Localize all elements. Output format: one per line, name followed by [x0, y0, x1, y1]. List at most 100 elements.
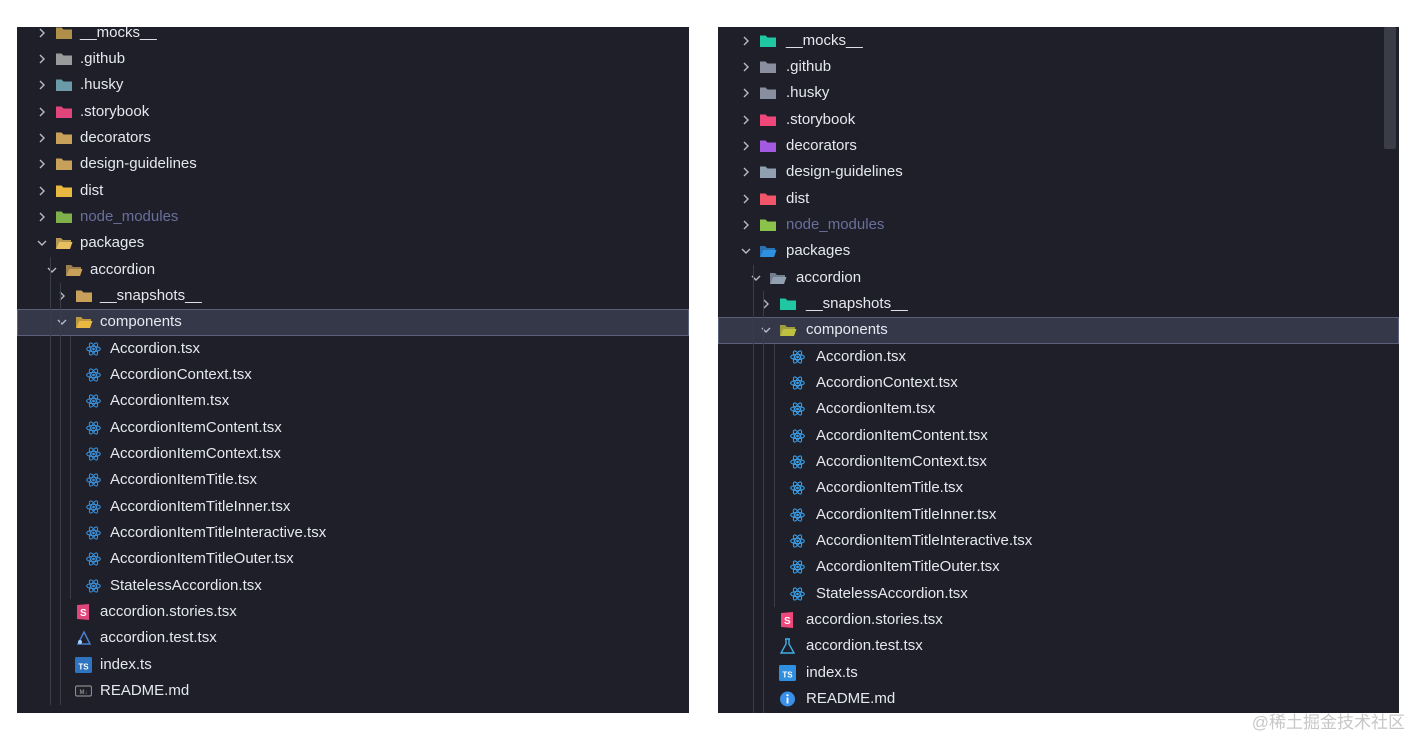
react-icon	[789, 480, 806, 496]
tree-item-label: AccordionItemContent.tsx	[816, 426, 988, 444]
folder-open-icon	[65, 262, 83, 278]
chevron-right-icon[interactable]	[739, 28, 753, 54]
tree-item-label: AccordionItemTitleInner.tsx	[816, 505, 997, 523]
folder-storybook[interactable]: .storybook	[17, 99, 689, 125]
folder-github[interactable]: .github	[718, 54, 1399, 80]
indent-guide	[774, 343, 775, 608]
tree-item-label: Accordion.tsx	[816, 347, 907, 365]
chevron-right-icon[interactable]	[739, 54, 753, 80]
file-accordionitemtitleouter-tsx[interactable]: AccordionItemTitleOuter.tsx	[17, 546, 689, 572]
scrollbar-thumb[interactable]	[1384, 27, 1396, 149]
tree-item-label: AccordionItemTitleOuter.tsx	[110, 550, 294, 568]
chevron-right-icon[interactable]	[35, 178, 49, 204]
file-accordion-test-tsx[interactable]: accordion.test.tsx	[17, 625, 689, 651]
chevron-right-icon[interactable]	[35, 125, 49, 151]
folder-dist[interactable]: dist	[17, 178, 689, 204]
components-folder-open-icon	[75, 314, 93, 330]
folder-snapshots[interactable]: __snapshots__	[17, 283, 689, 309]
file-accordionitem-tsx[interactable]: AccordionItem.tsx	[718, 396, 1399, 422]
folder-mocks[interactable]: __mocks__	[17, 27, 689, 46]
file-accordionitem-tsx[interactable]: AccordionItem.tsx	[17, 388, 689, 414]
file-readme-md[interactable]: README.md	[718, 686, 1399, 712]
file-accordionitemcontext-tsx[interactable]: AccordionItemContext.tsx	[718, 449, 1399, 475]
folder-dist[interactable]: dist	[718, 186, 1399, 212]
file-statelessaccordion-tsx[interactable]: StatelessAccordion.tsx	[17, 573, 689, 599]
file-accordionitemtitleinteractive-tsx[interactable]: AccordionItemTitleInteractive.tsx	[17, 520, 689, 546]
folder-node-modules[interactable]: node_modules	[718, 212, 1399, 238]
folder-node-modules[interactable]: node_modules	[17, 204, 689, 230]
folder-design-guidelines[interactable]: design-guidelines	[17, 151, 689, 177]
file-accordionitemcontent-tsx[interactable]: AccordionItemContent.tsx	[17, 415, 689, 441]
decorators-folder-icon	[759, 138, 776, 154]
folder-github[interactable]: .github	[17, 46, 689, 72]
tree-item-label: __snapshots__	[806, 294, 908, 312]
chevron-right-icon[interactable]	[35, 72, 49, 98]
folder-storybook[interactable]: .storybook	[718, 107, 1399, 133]
tree-item-label: AccordionContext.tsx	[110, 365, 252, 383]
chevron-right-icon[interactable]	[739, 186, 753, 212]
chevron-down-icon[interactable]	[749, 265, 763, 291]
chevron-right-icon[interactable]	[35, 27, 49, 46]
chevron-right-icon[interactable]	[739, 212, 753, 238]
file-accordionitemtitle-tsx[interactable]: AccordionItemTitle.tsx	[17, 467, 689, 493]
snapshots-folder-icon	[779, 296, 796, 312]
chevron-down-icon[interactable]	[35, 230, 49, 256]
file-accordion-tsx[interactable]: Accordion.tsx	[718, 344, 1399, 370]
file-accordion-tsx[interactable]: Accordion.tsx	[17, 336, 689, 362]
indent-guide	[763, 291, 764, 713]
file-readme-md[interactable]: M↓README.md	[17, 678, 689, 704]
folder-components[interactable]: components	[17, 309, 689, 336]
chevron-down-icon[interactable]	[739, 238, 753, 264]
file-accordion-test-tsx[interactable]: accordion.test.tsx	[718, 633, 1399, 659]
file-accordionitemtitleinner-tsx[interactable]: AccordionItemTitleInner.tsx	[17, 494, 689, 520]
chevron-right-icon[interactable]	[35, 99, 49, 125]
chevron-right-icon[interactable]	[739, 159, 753, 185]
tree-item-label: design-guidelines	[786, 163, 903, 181]
folder-decorators[interactable]: decorators	[17, 125, 689, 151]
folder-mocks[interactable]: __mocks__	[718, 28, 1399, 54]
react-icon	[789, 428, 806, 444]
folder-open-icon	[55, 235, 73, 251]
chevron-right-icon[interactable]	[55, 283, 69, 309]
file-accordionitemtitleouter-tsx[interactable]: AccordionItemTitleOuter.tsx	[718, 554, 1399, 580]
chevron-down-icon[interactable]	[55, 309, 69, 335]
chevron-right-icon[interactable]	[759, 291, 773, 317]
tree-item-label: .storybook	[786, 110, 856, 128]
chevron-right-icon[interactable]	[35, 204, 49, 230]
explorer-panel-right: __mocks__.github.husky .storybook decorato…	[718, 27, 1399, 713]
folder-husky[interactable]: .husky	[718, 80, 1399, 106]
react-icon	[789, 401, 806, 417]
file-accordioncontext-tsx[interactable]: AccordionContext.tsx	[17, 362, 689, 388]
chevron-right-icon[interactable]	[35, 151, 49, 177]
folder-components[interactable]: components	[718, 317, 1399, 344]
file-accordioncontext-tsx[interactable]: AccordionContext.tsx	[718, 370, 1399, 396]
tree-item-label: .husky	[80, 76, 124, 94]
file-accordionitemcontent-tsx[interactable]: AccordionItemContent.tsx	[718, 423, 1399, 449]
file-accordionitemcontext-tsx[interactable]: AccordionItemContext.tsx	[17, 441, 689, 467]
folder-decorators[interactable]: decorators	[718, 133, 1399, 159]
folder-design-guidelines[interactable]: design-guidelines	[718, 159, 1399, 185]
chevron-right-icon[interactable]	[739, 133, 753, 159]
chevron-right-icon[interactable]	[739, 80, 753, 106]
folder-accordion[interactable]: accordion	[718, 265, 1399, 291]
file-accordionitemtitleinner-tsx[interactable]: AccordionItemTitleInner.tsx	[718, 502, 1399, 528]
folder-husky[interactable]: .husky	[17, 72, 689, 98]
tree-item-label: .storybook	[80, 102, 150, 120]
folder-accordion[interactable]: accordion	[17, 257, 689, 283]
folder-packages[interactable]: packages	[17, 230, 689, 256]
file-statelessaccordion-tsx[interactable]: StatelessAccordion.tsx	[718, 581, 1399, 607]
chevron-down-icon[interactable]	[45, 257, 59, 283]
chevron-right-icon[interactable]	[35, 46, 49, 72]
folder-packages[interactable]: packages	[718, 238, 1399, 264]
tree-item-label: AccordionItemContent.tsx	[110, 418, 282, 436]
chevron-right-icon[interactable]	[739, 107, 753, 133]
folder-snapshots[interactable]: __snapshots__	[718, 291, 1399, 317]
file-accordionitemtitleinteractive-tsx[interactable]: AccordionItemTitleInteractive.tsx	[718, 528, 1399, 554]
chevron-down-icon[interactable]	[759, 317, 773, 343]
tree-item-label: AccordionItemTitleInner.tsx	[110, 497, 291, 515]
file-accordionitemtitle-tsx[interactable]: AccordionItemTitle.tsx	[718, 475, 1399, 501]
